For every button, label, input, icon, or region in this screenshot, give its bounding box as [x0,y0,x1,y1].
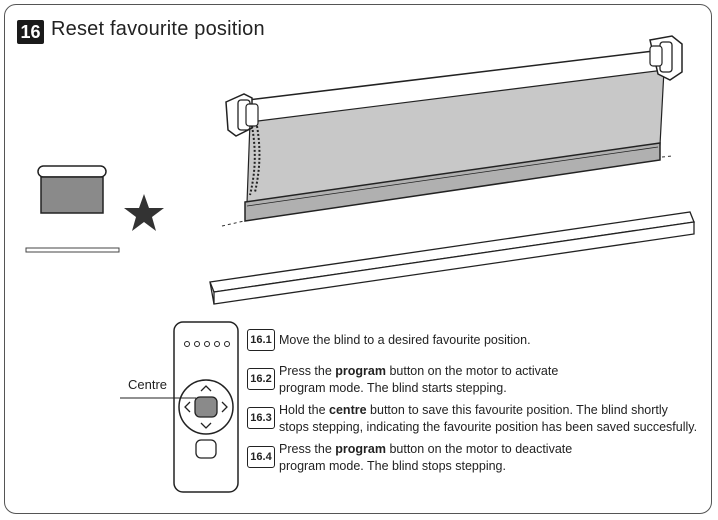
step-text-pre: Hold the [279,403,330,417]
blind-icon [25,165,120,253]
step-text-bold: program [335,442,386,456]
page-frame [4,4,712,514]
step-text-post: button on the motor to deactivate [385,442,573,456]
window-sill [209,211,695,305]
step-text-bold: program [335,364,386,378]
step-text-pre: Press the [279,364,336,378]
step-text-16-4: Press the program button on the motor to… [279,441,709,475]
up-arrow-icon[interactable] [200,385,212,392]
left-arrow-icon[interactable] [184,401,191,413]
step-text-post: button to save this favourite position. … [366,403,668,417]
step-text-16-3: Hold the centre button to save this favo… [279,402,709,436]
step-text-line: Move the blind to a desired favourite po… [279,333,531,347]
down-arrow-icon[interactable] [200,422,212,429]
indicator-leds [184,341,230,347]
step-number-16-2: 16.2 [247,368,275,390]
step-text-line2: stops stepping, indicating the favourite… [279,420,698,434]
step-text-bold: centre [329,403,367,417]
roller-blind [221,35,683,227]
centre-button[interactable] [194,396,218,418]
step-text-post: button on the motor to activate [385,364,559,378]
remote-control [120,321,239,493]
step-text-16-2: Press the program button on the motor to… [279,363,709,397]
right-arrow-icon[interactable] [221,401,228,413]
page-title: Reset favourite position [51,18,265,40]
step-text-pre: Press the [279,442,336,456]
centre-label: Centre [128,377,168,392]
step-number-16-3: 16.3 [247,407,275,429]
step-number-16-4: 16.4 [247,446,275,468]
step-number-badge: 16 [17,20,44,44]
step-text-line2: program mode. The blind starts stepping. [279,381,507,395]
step-text-16-1: Move the blind to a desired favourite po… [279,332,709,349]
bottom-button[interactable] [195,439,217,459]
step-text-line2: program mode. The blind stops stepping. [279,459,506,473]
step-number-16-1: 16.1 [247,329,275,351]
star-icon [124,194,164,231]
